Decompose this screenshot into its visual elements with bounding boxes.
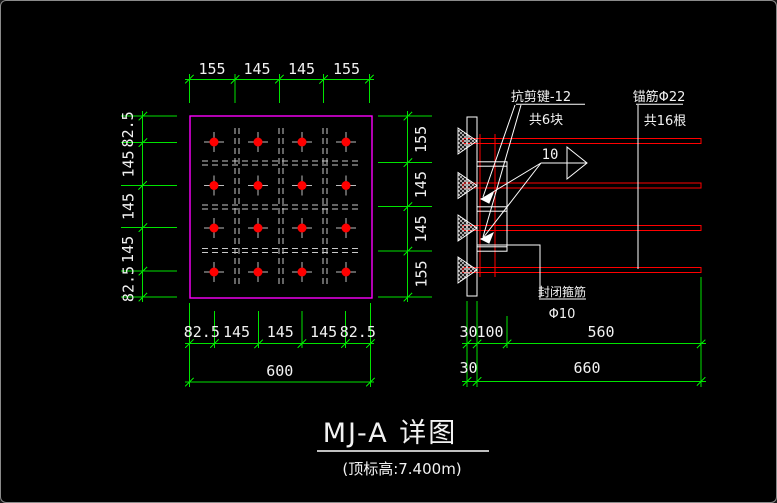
shear-key-leader (482, 104, 522, 238)
dim-text: 145 (223, 323, 250, 341)
stirrup-label: 封闭箍筋 (538, 284, 586, 299)
dim-text: 30 (459, 323, 477, 341)
anchor-bar-label: 锚筋Φ22 (633, 89, 686, 105)
dim-text: 82.5 (119, 266, 137, 302)
stirrup-size-label: Φ10 (549, 307, 576, 322)
plug-weld (457, 214, 478, 242)
anchor-bolt-centerlines (204, 132, 356, 282)
stirrup-leader (477, 244, 541, 298)
dim-text: 145 (288, 60, 315, 78)
plug-weld (457, 127, 478, 155)
dim-text: 155 (198, 60, 225, 78)
dim-text: 560 (587, 323, 614, 341)
drawing-subtitle: (顶标高:7.400m) (342, 460, 461, 478)
dim-text: 145 (119, 150, 137, 177)
plan-view: 155 145 145 155 82.5 145 145 145 82.5 15… (119, 60, 432, 387)
shear-key-section (476, 246, 508, 252)
dim-text: 145 (119, 193, 137, 220)
weld-leader (482, 162, 542, 239)
dim-text: 145 (119, 236, 137, 263)
weld-size-label: 10 (542, 147, 559, 163)
section-view: 抗剪键-12 共6块 锚筋Φ22 共16根 10 封闭箍筋 Φ10 30 100… (457, 89, 706, 387)
section-dimension-lines (462, 277, 706, 387)
plug-weld (457, 256, 478, 284)
leader-arrowhead (479, 191, 494, 204)
anchor-bar-count-label: 共16根 (644, 114, 687, 129)
dim-text: 155 (412, 126, 430, 153)
section-leaders (477, 103, 683, 300)
section-texts: 抗剪键-12 共6块 锚筋Φ22 共16根 10 封闭箍筋 Φ10 30 100… (459, 89, 686, 377)
dim-text: 155 (412, 260, 430, 287)
dim-text: 100 (476, 323, 503, 341)
weld-symbol-triangle (566, 145, 588, 181)
dim-text: 82.5 (340, 323, 376, 341)
shear-key-leader (482, 104, 516, 198)
dim-text: 660 (573, 359, 600, 377)
title-block: MJ-A 详图 (顶标高:7.400m) (317, 418, 489, 478)
shear-key-count-label: 共6块 (529, 113, 563, 128)
dim-text-total: 600 (266, 362, 293, 380)
shear-key-hidden-lines (202, 128, 360, 286)
weld-leader (482, 162, 542, 199)
drawing-title: MJ-A 详图 (323, 418, 458, 449)
dim-text: 145 (412, 215, 430, 242)
plan-dimension-lines (121, 74, 432, 387)
base-plate-outline (189, 115, 373, 299)
dim-text: 82.5 (184, 323, 220, 341)
anchor-bars (462, 134, 702, 277)
dim-text: 145 (243, 60, 270, 78)
plan-dimension-texts: 155 145 145 155 82.5 145 145 145 82.5 15… (119, 60, 430, 380)
leader-arrowhead (479, 231, 494, 244)
dim-text: 145 (267, 323, 294, 341)
dim-text: 155 (333, 60, 360, 78)
dim-text: 30 (459, 359, 477, 377)
dim-text: 82.5 (119, 111, 137, 147)
plug-weld (457, 171, 478, 200)
dim-text: 145 (310, 323, 337, 341)
dim-text: 145 (412, 171, 430, 198)
shear-key-section (476, 161, 508, 167)
anchor-bolt-grid (209, 137, 351, 277)
shear-key-label: 抗剪键-12 (511, 89, 571, 105)
